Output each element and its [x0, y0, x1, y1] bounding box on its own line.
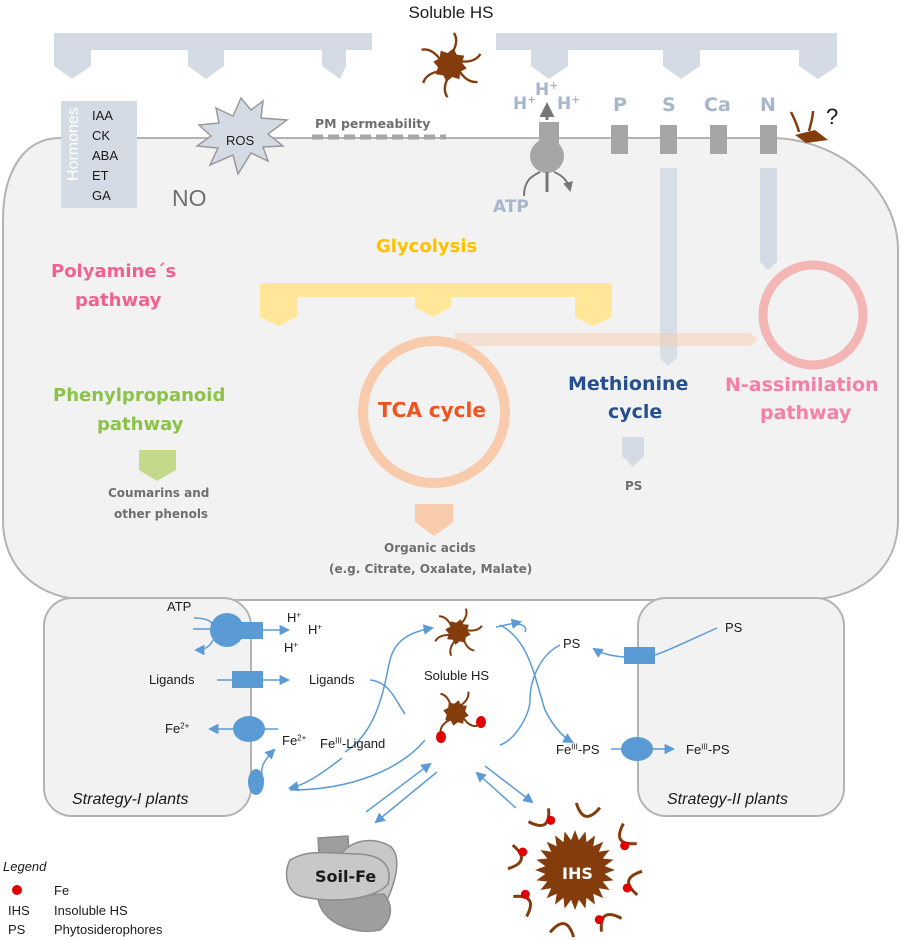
legend-ihs-label: Insoluble HS [54, 903, 128, 918]
hormones-list: IAA CK ABA ET GA [92, 106, 118, 206]
h-plus-right: H+ [557, 94, 581, 114]
atp-label: ATP [493, 197, 529, 217]
organic-acids-label-2: (e.g. Citrate, Oxalate, Malate) [329, 562, 533, 576]
s1-fe3-ligand: FeIII-Ligand [320, 736, 386, 751]
phenylpropanoid-label-2: pathway [97, 414, 184, 435]
hormone-item: IAA [92, 108, 113, 123]
insoluble-hs-icon [507, 802, 643, 938]
ligand-transporter [217, 671, 291, 688]
n-assimilation-ring [758, 260, 868, 370]
hormone-item: CK [92, 128, 111, 143]
fe-hs-complex-icon [436, 691, 486, 743]
proton-pump-icon [523, 102, 573, 197]
s1-atp-label: ATP [167, 599, 192, 614]
methionine-output-arrow [622, 437, 644, 467]
nutrient-ca: Ca [704, 94, 731, 116]
s1-h-plus-2: H+ [308, 622, 323, 637]
strategy-1-label: Strategy-I plants [72, 791, 189, 808]
fe-dot [520, 889, 530, 899]
strategy-2-box [637, 597, 845, 817]
h-plus-left: H+ [513, 94, 537, 114]
tca-ring [358, 336, 510, 488]
strategy-2-label: Strategy-II plants [667, 791, 788, 808]
glycolysis-bracket [260, 283, 612, 326]
ihs-label: IHS [562, 864, 593, 883]
nutrient-p: P [613, 94, 627, 116]
hormones-box [61, 101, 137, 208]
ferric-reductase [248, 748, 276, 795]
ros-label: ROS [226, 133, 255, 148]
soluble-hs-title: Soluble HS [408, 3, 494, 22]
s2-ps-outside: PS [563, 636, 581, 651]
no-label: NO [172, 185, 207, 211]
s1-fe2-outside: Fe2+ [282, 733, 307, 748]
nutrient-n: N [760, 94, 776, 116]
hormone-item: GA [92, 188, 111, 203]
rhizosphere-flows [287, 618, 574, 824]
s1-ligands-outside: Ligands [309, 672, 355, 687]
fe-dot [476, 716, 486, 728]
s1-ligands-inside: Ligands [149, 672, 195, 687]
unknown-mechanism-label: ? [826, 104, 839, 129]
fe-dot [436, 731, 446, 743]
coumarins-label-2: other phenols [114, 507, 209, 521]
legend-ps-label: Phytosiderophores [54, 922, 163, 937]
legend-fe-dot [12, 885, 22, 895]
hormone-item: ABA [92, 148, 119, 163]
phenyl-output-arrow [139, 450, 176, 481]
membrane-hs-icon [789, 110, 828, 143]
fe-dot [546, 815, 556, 825]
ps-product-label: PS [625, 479, 643, 493]
polyamine-label-1: Polyamine´s [51, 261, 177, 282]
input-bracket-right [496, 33, 837, 79]
soil-fe-label: Soil-Fe [315, 867, 377, 886]
legend-ihs-key: IHS [8, 903, 30, 918]
phenylpropanoid-label-1: Phenylpropanoid [53, 385, 226, 406]
ros-star-icon [194, 96, 290, 176]
polyamine-label-2: pathway [75, 290, 162, 311]
legend-title: Legend [3, 859, 47, 874]
fe-dot [620, 841, 630, 851]
fe-dot [518, 847, 528, 857]
ps-efflux-transporter [592, 627, 718, 664]
nutrient-channels [611, 125, 777, 154]
fe-dot [622, 883, 632, 893]
legend-fe-label: Fe [54, 883, 70, 898]
soluble-hs-top-icon [421, 32, 482, 98]
input-bracket-left [54, 33, 372, 79]
s-arrow [660, 168, 677, 366]
s2-fe3ps-outside: FeIII-PS [556, 742, 600, 757]
tca-cycle-label: TCA cycle [378, 398, 486, 422]
fe2-transporter [207, 716, 278, 742]
s1-fe2-inside: Fe2+ [165, 721, 190, 736]
soluble-hs-label: Soluble HS [424, 668, 490, 683]
coumarins-label-1: Coumarins and [108, 486, 210, 500]
n-assimilation-label-1: N-assimilation [725, 374, 879, 396]
tca-output-arrow [415, 504, 453, 536]
organic-acids-label-1: Organic acids [384, 541, 476, 555]
h-plus-top: H+ [535, 80, 559, 100]
hormone-item: ET [92, 168, 109, 183]
glycolysis-label: Glycolysis [376, 236, 478, 257]
h-atpase-transporter [193, 613, 291, 656]
tca-to-n-arrow [455, 333, 758, 346]
n-arrow [760, 168, 777, 270]
s2-ps-inside: PS [725, 620, 743, 635]
hormones-label: Hormones [65, 107, 82, 181]
pm-permeability-label: PM permeability [315, 116, 431, 131]
soil-fe-icon [285, 835, 398, 932]
soluble-hs-rhizo-icon [434, 608, 483, 657]
s1-h-plus-3: H+ [284, 640, 299, 655]
legend-ps-key: PS [8, 922, 26, 937]
ys1-transporter [611, 737, 676, 761]
nutrient-s: S [662, 94, 676, 116]
s1-h-plus-1: H+ [287, 610, 302, 625]
n-assimilation-label-2: pathway [760, 402, 852, 424]
methionine-label-2: cycle [608, 401, 663, 423]
fe-dot [594, 915, 604, 925]
s2-fe3ps-inside: FeIII-PS [686, 742, 730, 757]
methionine-label-1: Methionine [568, 373, 689, 395]
